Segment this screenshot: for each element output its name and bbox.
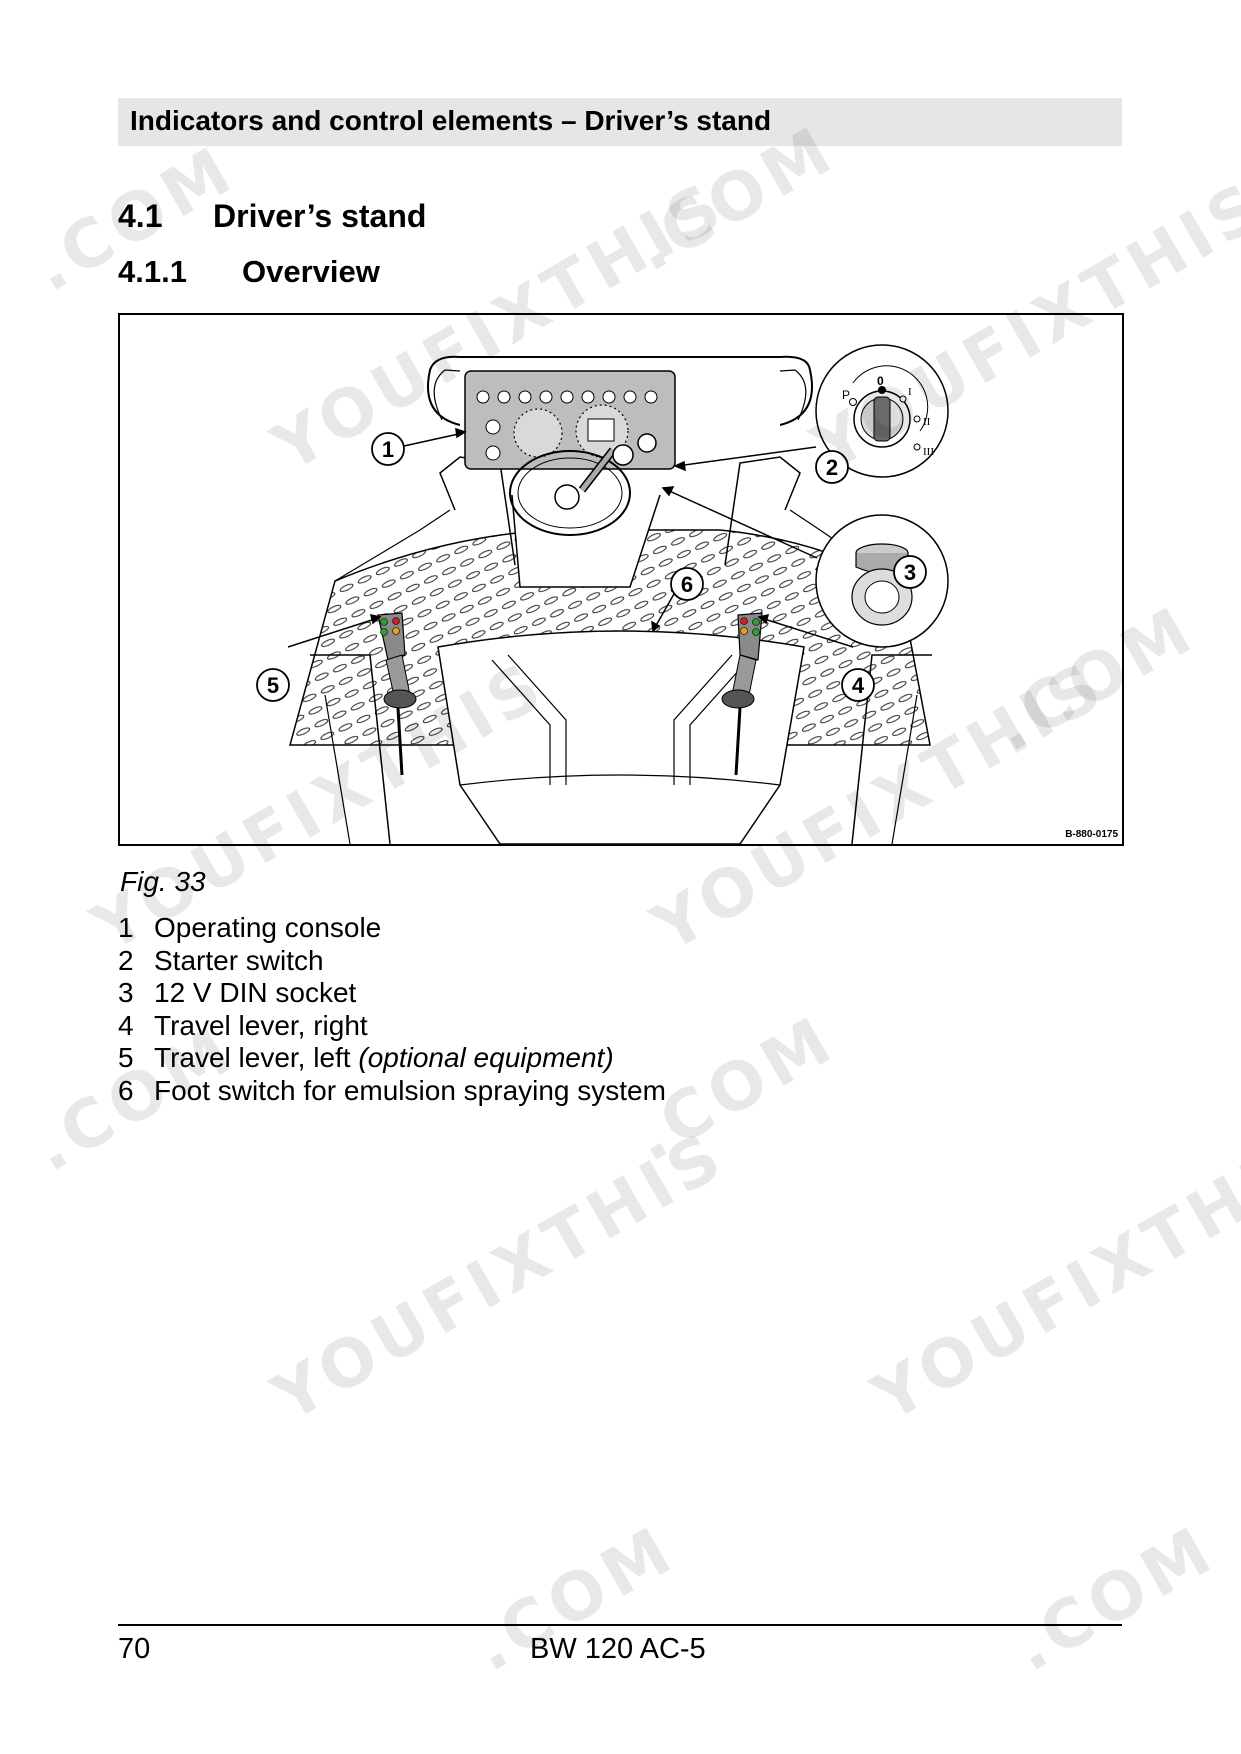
watermark-text: YOUFIXTHIS [860,1115,1241,1437]
legend-text: Foot switch for emulsion spraying system [154,1074,666,1106]
frame-left [439,456,516,566]
legend-item: 1 Operating console [118,912,666,945]
legend-item: 2 Starter switch [118,945,666,978]
starter-pos-iii: III [923,446,934,458]
document-model: BW 120 AC-5 [530,1633,706,1665]
section-heading: 4.1 Driver’s stand [118,198,426,235]
starter-switch-small [637,433,657,453]
legend-text: Operating console [154,912,382,943]
watermark-text: .COM [1000,1510,1229,1687]
callout-4: 4 [852,673,865,698]
legend-item: 5 Travel lever, left (optional equipment) [118,1042,666,1075]
legend-number: 6 [118,1074,134,1106]
steering-column [511,494,661,588]
legend-item: 3 12 V DIN socket [118,977,666,1010]
legend-number: 2 [118,944,134,976]
callout-1: 1 [382,437,394,462]
figure-code: B-880-0175 [1065,829,1118,840]
subsection-number: 4.1.1 [118,254,187,289]
console-handles [427,355,813,426]
callout-3: 3 [904,560,916,585]
travel-lever-left [377,612,417,776]
section-number: 4.1 [118,198,163,234]
starter-pos-i: I [908,386,912,398]
steering-wheel [509,450,631,536]
chapter-header: Indicators and control elements – Driver… [118,98,1122,146]
legend-note: (optional equipment) [358,1042,614,1073]
section-title: Driver’s stand [213,198,427,234]
legend-text: Travel lever, left [154,1042,359,1073]
callout-6: 6 [681,572,693,597]
figure-drivers-stand: P 0 I II III [118,313,1124,846]
legend-number: 4 [118,1009,134,1041]
page-number: 70 [118,1633,151,1665]
drivers-stand-illustration: P 0 I II III [256,344,949,844]
figure-legend: 1 Operating console 2 Starter switch 3 12 V… [118,912,666,1107]
watermark-text: YOUFIXTHIS [260,1115,739,1437]
legend-item: 6 Foot switch for emulsion spraying syste… [118,1075,666,1108]
legend-number: 3 [118,977,134,1008]
footer-rule [118,1624,1122,1626]
indicator-lamps [476,390,658,404]
legend-number: 5 [118,1042,134,1073]
starter-pos-p: P [842,388,850,402]
callout-5: 5 [267,673,279,698]
inset-starter-switch: P 0 I II III [815,344,949,478]
legend-item: 4 Travel lever, right [118,1010,666,1043]
subsection-heading: 4.1.1 Overview [118,254,380,290]
travel-lever-right [721,612,763,776]
seat [437,630,805,844]
gauge-left [513,408,563,458]
callout-2: 2 [826,455,838,480]
starter-pos-0: 0 [877,374,884,388]
legend-text: 12 V DIN socket [154,977,357,1008]
starter-pos-ii: II [923,416,931,428]
chapter-title: Indicators and control elements – Driver… [130,105,772,136]
figure-caption: Fig. 33 [120,866,206,897]
frame-right [724,456,801,566]
legend-text: Starter switch [154,944,324,976]
subsection-title: Overview [242,254,380,289]
legend-number: 1 [118,912,134,943]
inset-socket [815,514,949,648]
legend-text: Travel lever, right [154,1009,368,1041]
